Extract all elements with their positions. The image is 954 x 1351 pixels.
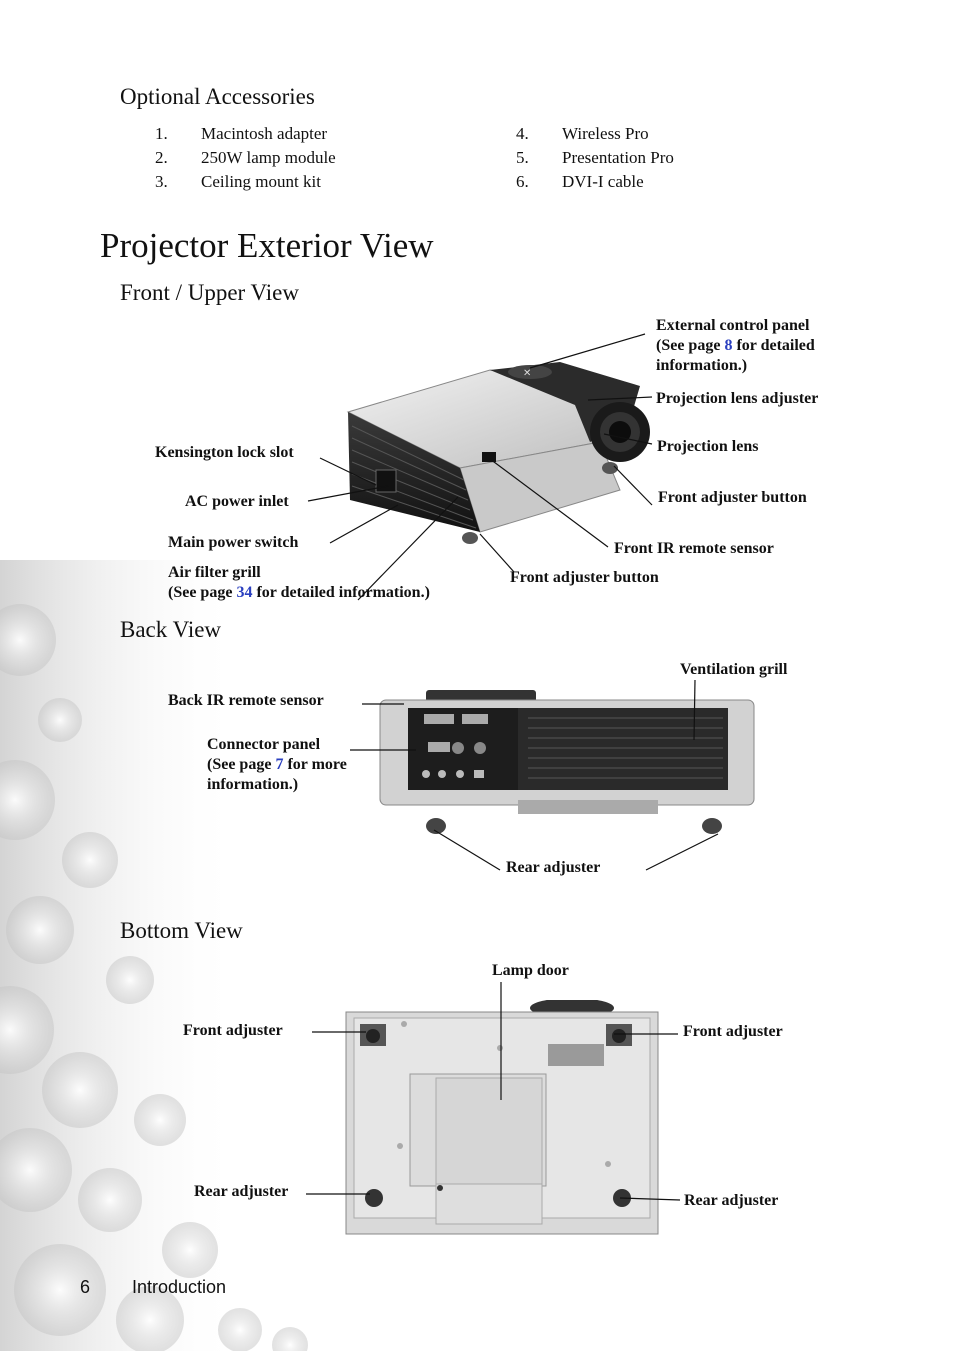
main-power-switch-label: Main power switch bbox=[168, 534, 299, 551]
list-item: DVI-I cable bbox=[562, 172, 644, 191]
front-view-heading: Front / Upper View bbox=[120, 280, 299, 305]
projector-front-illustration: ✕ bbox=[346, 362, 650, 544]
kensington-lock-slot-label: Kensington lock slot bbox=[155, 444, 294, 461]
rear-adjuster-right-label: Rear adjuster bbox=[684, 1192, 779, 1209]
list-item-number: 6. bbox=[516, 172, 529, 191]
list-item-number: 4. bbox=[516, 124, 529, 143]
front-ir-remote-sensor-label: Front IR remote sensor bbox=[614, 540, 774, 557]
list-item-number: 1. bbox=[155, 124, 168, 143]
page-title: Projector Exterior View bbox=[100, 226, 434, 265]
svg-text:✕: ✕ bbox=[523, 368, 531, 379]
rear-adjuster-label: Rear adjuster bbox=[506, 859, 601, 876]
list-item: Ceiling mount kit bbox=[201, 172, 321, 191]
front-adjuster-right-label: Front adjuster bbox=[683, 1023, 783, 1040]
back-view-heading: Back View bbox=[120, 617, 222, 642]
projector-back-illustration bbox=[379, 690, 755, 834]
bottom-view-heading: Bottom View bbox=[120, 918, 243, 943]
rear-adjuster-left-label: Rear adjuster bbox=[194, 1183, 289, 1200]
front-adjuster-button-label: Front adjuster button bbox=[510, 569, 659, 586]
page-number: 6 bbox=[80, 1277, 91, 1297]
external-control-panel-label: External control panel (See page 8 for d… bbox=[656, 317, 815, 374]
list-item: Wireless Pro bbox=[562, 124, 649, 143]
list-item-number: 3. bbox=[155, 172, 168, 191]
list-item-number: 5. bbox=[516, 148, 529, 167]
page-link[interactable]: 7 bbox=[275, 756, 284, 773]
page-link[interactable]: 34 bbox=[236, 584, 253, 601]
ac-power-inlet-label: AC power inlet bbox=[185, 493, 289, 510]
front-adjuster-left-label: Front adjuster bbox=[183, 1022, 283, 1039]
air-filter-grill-label: Air filter grill (See page 34 for detail… bbox=[168, 564, 430, 601]
front-adjuster-button-label: Front adjuster button bbox=[658, 489, 807, 506]
page-link[interactable]: 8 bbox=[724, 337, 733, 354]
projector-bottom-illustration bbox=[345, 1000, 659, 1235]
lamp-door-label: Lamp door bbox=[492, 962, 569, 979]
list-item-number: 2. bbox=[155, 148, 168, 167]
projection-lens-label: Projection lens bbox=[657, 438, 759, 455]
list-item: 250W lamp module bbox=[201, 148, 336, 167]
list-item: Presentation Pro bbox=[562, 148, 674, 167]
projection-lens-adjuster-label: Projection lens adjuster bbox=[656, 390, 819, 407]
footer-section: Introduction bbox=[132, 1277, 227, 1297]
back-ir-remote-sensor-label: Back IR remote sensor bbox=[168, 692, 324, 709]
connector-panel-label: Connector panel (See page 7 for more inf… bbox=[207, 736, 347, 793]
ventilation-grill-label: Ventilation grill bbox=[680, 661, 788, 678]
accessories-heading: Optional Accessories bbox=[120, 84, 315, 109]
list-item: Macintosh adapter bbox=[201, 124, 328, 143]
